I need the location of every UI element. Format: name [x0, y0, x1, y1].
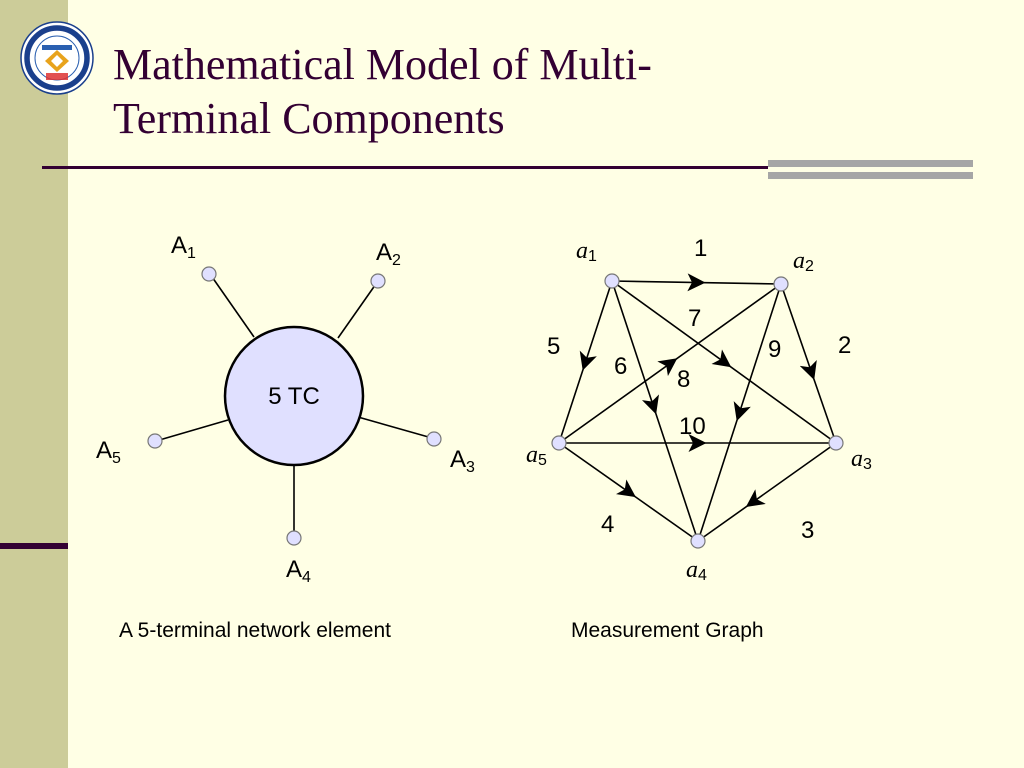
- graph-edge-3: [697, 442, 837, 542]
- edge-line-2: [780, 283, 837, 444]
- terminal-node-2: [370, 273, 386, 289]
- graph-edge-8: [558, 283, 782, 444]
- graph-node-label-4: a4: [686, 557, 707, 584]
- edge-label-5: 5: [547, 333, 560, 360]
- edge-label-8: 8: [677, 366, 690, 393]
- graph-edge-1: [611, 273, 782, 292]
- component-body: [223, 325, 365, 467]
- terminal-label-2: A2: [376, 239, 401, 269]
- component-caption: A 5-terminal network element: [119, 619, 391, 642]
- title-line-1: Mathematical Model of Multi-: [113, 40, 652, 89]
- edge-label-9: 9: [768, 336, 781, 363]
- terminal-label-5: A5: [96, 437, 121, 467]
- graph-nodes: a1 a2 a3 a4 a5: [526, 238, 872, 584]
- edge-label-3: 3: [801, 517, 814, 544]
- graph-node-label-2: a2: [793, 248, 814, 275]
- terminal-wire-5: [155, 419, 229, 442]
- component-center-label: 5 TC: [268, 383, 320, 410]
- sidebar-divider: [0, 543, 68, 549]
- terminal-label-3: A3: [450, 446, 475, 476]
- graph-edge-5: [558, 280, 613, 444]
- terminal-node-3: [426, 431, 442, 447]
- terminal-label-1: A1: [171, 232, 196, 262]
- graph-edge-4: [558, 442, 699, 542]
- edge-line-3: [697, 442, 837, 542]
- graph-edge-labels: 1 2 3 4 5 6 7 8 9 10: [547, 235, 851, 544]
- graph-node-4: [690, 533, 706, 549]
- graph-edges: [558, 273, 837, 542]
- graph-node-2: [773, 276, 789, 292]
- graph-caption: Measurement Graph: [571, 619, 764, 642]
- terminal-node-1: [201, 266, 217, 282]
- title-underline: [42, 166, 768, 169]
- terminal-node-5: [147, 433, 163, 449]
- terminal-node-4: [286, 530, 302, 546]
- measurement-graph: a1 a2 a3 a4 a5 1 2 3 4 5 6 7 8 9 10: [526, 235, 872, 584]
- graph-node-label-5: a5: [526, 442, 547, 469]
- edge-label-4: 4: [601, 511, 614, 538]
- terminal-wire-2: [337, 280, 379, 339]
- edge-label-2: 2: [838, 332, 851, 359]
- university-logo: [20, 21, 94, 95]
- graph-edge-2: [780, 283, 837, 444]
- terminal-wire-3: [357, 416, 433, 439]
- graph-node-label-3: a3: [851, 446, 872, 473]
- component-wires: [155, 273, 433, 537]
- terminal-wire-1: [209, 273, 255, 338]
- graph-edge-7: [611, 280, 837, 444]
- edge-line-6: [611, 280, 699, 542]
- title-accent-bar: [768, 160, 973, 179]
- graph-edge-9: [697, 283, 782, 542]
- edge-label-7: 7: [688, 305, 701, 332]
- edge-label-6: 6: [614, 353, 627, 380]
- terminal-label-4: A4: [286, 556, 311, 586]
- title-line-2: Terminal Components: [113, 94, 505, 143]
- sidebar-band: [0, 0, 68, 768]
- edge-label-1: 1: [694, 235, 707, 262]
- slide-title: Mathematical Model of Multi- Terminal Co…: [113, 38, 973, 146]
- graph-node-1: [604, 273, 620, 289]
- graph-node-3: [828, 435, 844, 451]
- graph-node-label-1: a1: [576, 238, 597, 265]
- graph-edge-6: [611, 280, 699, 542]
- edge-label-10: 10: [679, 413, 706, 440]
- graph-node-5: [551, 435, 567, 451]
